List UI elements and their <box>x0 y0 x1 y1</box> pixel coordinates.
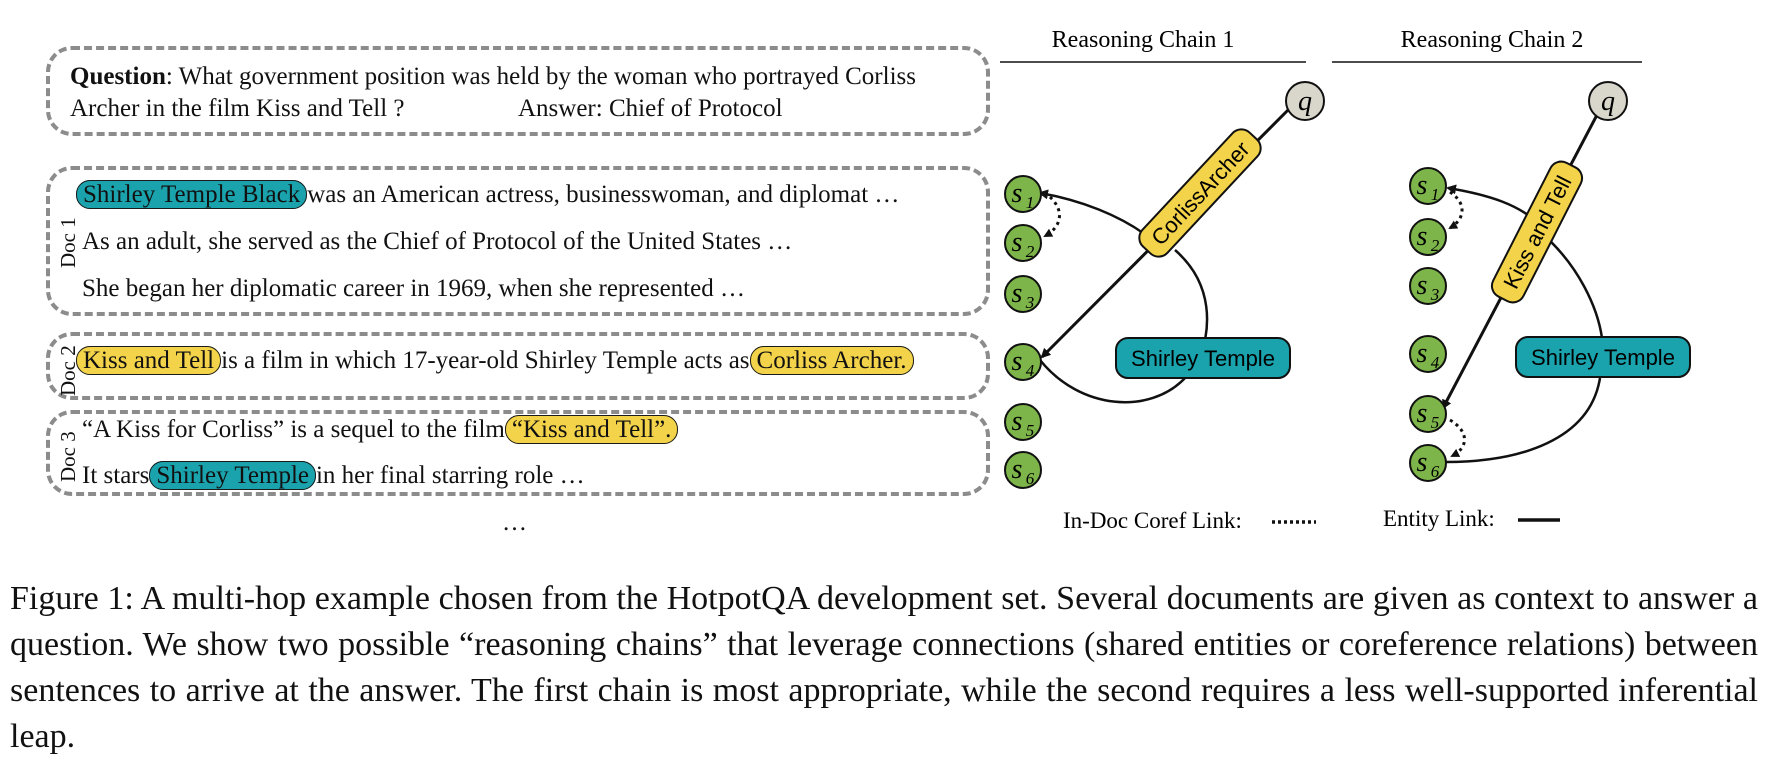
figure-caption: Figure 1: A multi-hop example chosen fro… <box>10 580 1758 755</box>
chain1-link-to-s1 <box>1038 189 1151 239</box>
svg-text:6: 6 <box>1431 462 1440 481</box>
svg-text:2: 2 <box>1431 236 1440 255</box>
entity-shirley-temple: Shirley Temple <box>149 461 316 490</box>
doc3-box <box>46 410 990 496</box>
chain1-node-s5 <box>1004 403 1042 441</box>
chain2-node-s4 <box>1409 335 1447 373</box>
svg-text:s: s <box>1012 227 1023 258</box>
chain2-node-s6 <box>1409 444 1447 482</box>
chain2-query-label: q <box>1601 86 1615 117</box>
chain2-bridge-entity: Kiss and Tell <box>1490 160 1584 304</box>
chain1-node-s6 <box>1004 451 1042 489</box>
chain1-entity-label: Shirley Temple <box>1131 346 1275 371</box>
answer-text: Answer: Chief of Protocol <box>518 95 783 122</box>
chain1-sentence-nodes: s 1 s 2 s 3 s 4 s 5 s 6 <box>1004 175 1042 489</box>
chain1-query-label: q <box>1298 86 1312 117</box>
chain1-bridge-entity: CorlissArcher <box>1138 128 1262 258</box>
svg-text:s: s <box>1417 447 1428 478</box>
svg-text:s: s <box>1417 170 1428 201</box>
legend-coref-label: In-Doc Coref Link: <box>1063 508 1242 533</box>
svg-text:5: 5 <box>1026 421 1035 440</box>
entity-corliss-archer: Corliss Archer. <box>749 346 914 375</box>
chain2-entity-label: Shirley Temple <box>1531 345 1675 370</box>
chain1-entity-arc-lower <box>1039 359 1186 404</box>
svg-text:6: 6 <box>1026 469 1035 488</box>
chain1-bridge-entity-label: CorlissArcher <box>1146 137 1254 251</box>
question-box <box>46 46 990 136</box>
doc1-sentence-2: As an adult, she served as the Chief of … <box>82 228 793 255</box>
entity-kiss-and-tell-quoted: “Kiss and Tell”. <box>504 415 679 444</box>
svg-text:s: s <box>1417 398 1428 429</box>
chain2-query-node <box>1588 81 1628 121</box>
chain2-coref-link-2 <box>1449 418 1466 458</box>
chain1-query-node <box>1285 81 1325 121</box>
svg-text:4: 4 <box>1026 361 1035 380</box>
chain2-title: Reasoning Chain 2 <box>1401 27 1584 53</box>
svg-text:s: s <box>1012 454 1023 485</box>
chain1-title: Reasoning Chain 1 <box>1052 27 1235 53</box>
more-docs-ellipsis: … <box>502 509 527 536</box>
doc1-sentence-3: She began her diplomatic career in 1969,… <box>82 275 745 302</box>
legend-entity-label: Entity Link: <box>1383 506 1495 531</box>
svg-text:s: s <box>1417 338 1428 369</box>
svg-text:4: 4 <box>1431 353 1440 372</box>
question-label: Question <box>70 63 166 90</box>
svg-text:s: s <box>1012 178 1023 209</box>
chain1-node-s3 <box>1004 275 1042 313</box>
svg-text:s: s <box>1417 221 1428 252</box>
entity-kiss-and-tell: Kiss and Tell <box>76 346 222 375</box>
chain2-entity-arc-lower <box>1445 377 1602 464</box>
svg-text:3: 3 <box>1430 285 1440 304</box>
doc1-box <box>46 166 990 316</box>
svg-text:s: s <box>1417 270 1428 301</box>
chain2-node-s3 <box>1409 267 1447 305</box>
svg-text:1: 1 <box>1026 193 1035 212</box>
chain2-coref-link-1 <box>1448 190 1464 230</box>
chain2-bridge-entity-label: Kiss and Tell <box>1498 172 1576 293</box>
chain2-entity-pill <box>1515 336 1691 378</box>
chain1-entity-pill <box>1115 337 1291 379</box>
svg-text:s: s <box>1012 278 1023 309</box>
chain2-node-s5 <box>1409 395 1447 433</box>
chain2-node-s2 <box>1409 218 1447 256</box>
svg-text:s: s <box>1012 346 1023 377</box>
svg-text:5: 5 <box>1431 413 1440 432</box>
question-line-2: Archer in the film Kiss and Tell ? <box>70 95 405 122</box>
chain1-node-s4 <box>1004 343 1042 381</box>
svg-text:2: 2 <box>1026 242 1035 261</box>
svg-text:1: 1 <box>1431 185 1440 204</box>
chain2-node-s1 <box>1409 167 1447 205</box>
chain1-node-s1 <box>1004 175 1042 213</box>
svg-text:s: s <box>1012 406 1023 437</box>
question-line-1: Question: What government position was h… <box>70 63 916 90</box>
chain1-coref-link <box>1043 195 1061 238</box>
doc2-box <box>46 332 990 400</box>
doc3-sentence-1: “A Kiss for Corliss” is a sequel to the … <box>82 415 679 445</box>
chain1-node-s2 <box>1004 224 1042 262</box>
entity-shirley-temple-black: Shirley Temple Black <box>76 180 308 209</box>
chain2-sentence-nodes: s 1 s 2 s 3 s 4 s 5 s 6 <box>1409 167 1447 482</box>
svg-text:3: 3 <box>1025 293 1035 312</box>
